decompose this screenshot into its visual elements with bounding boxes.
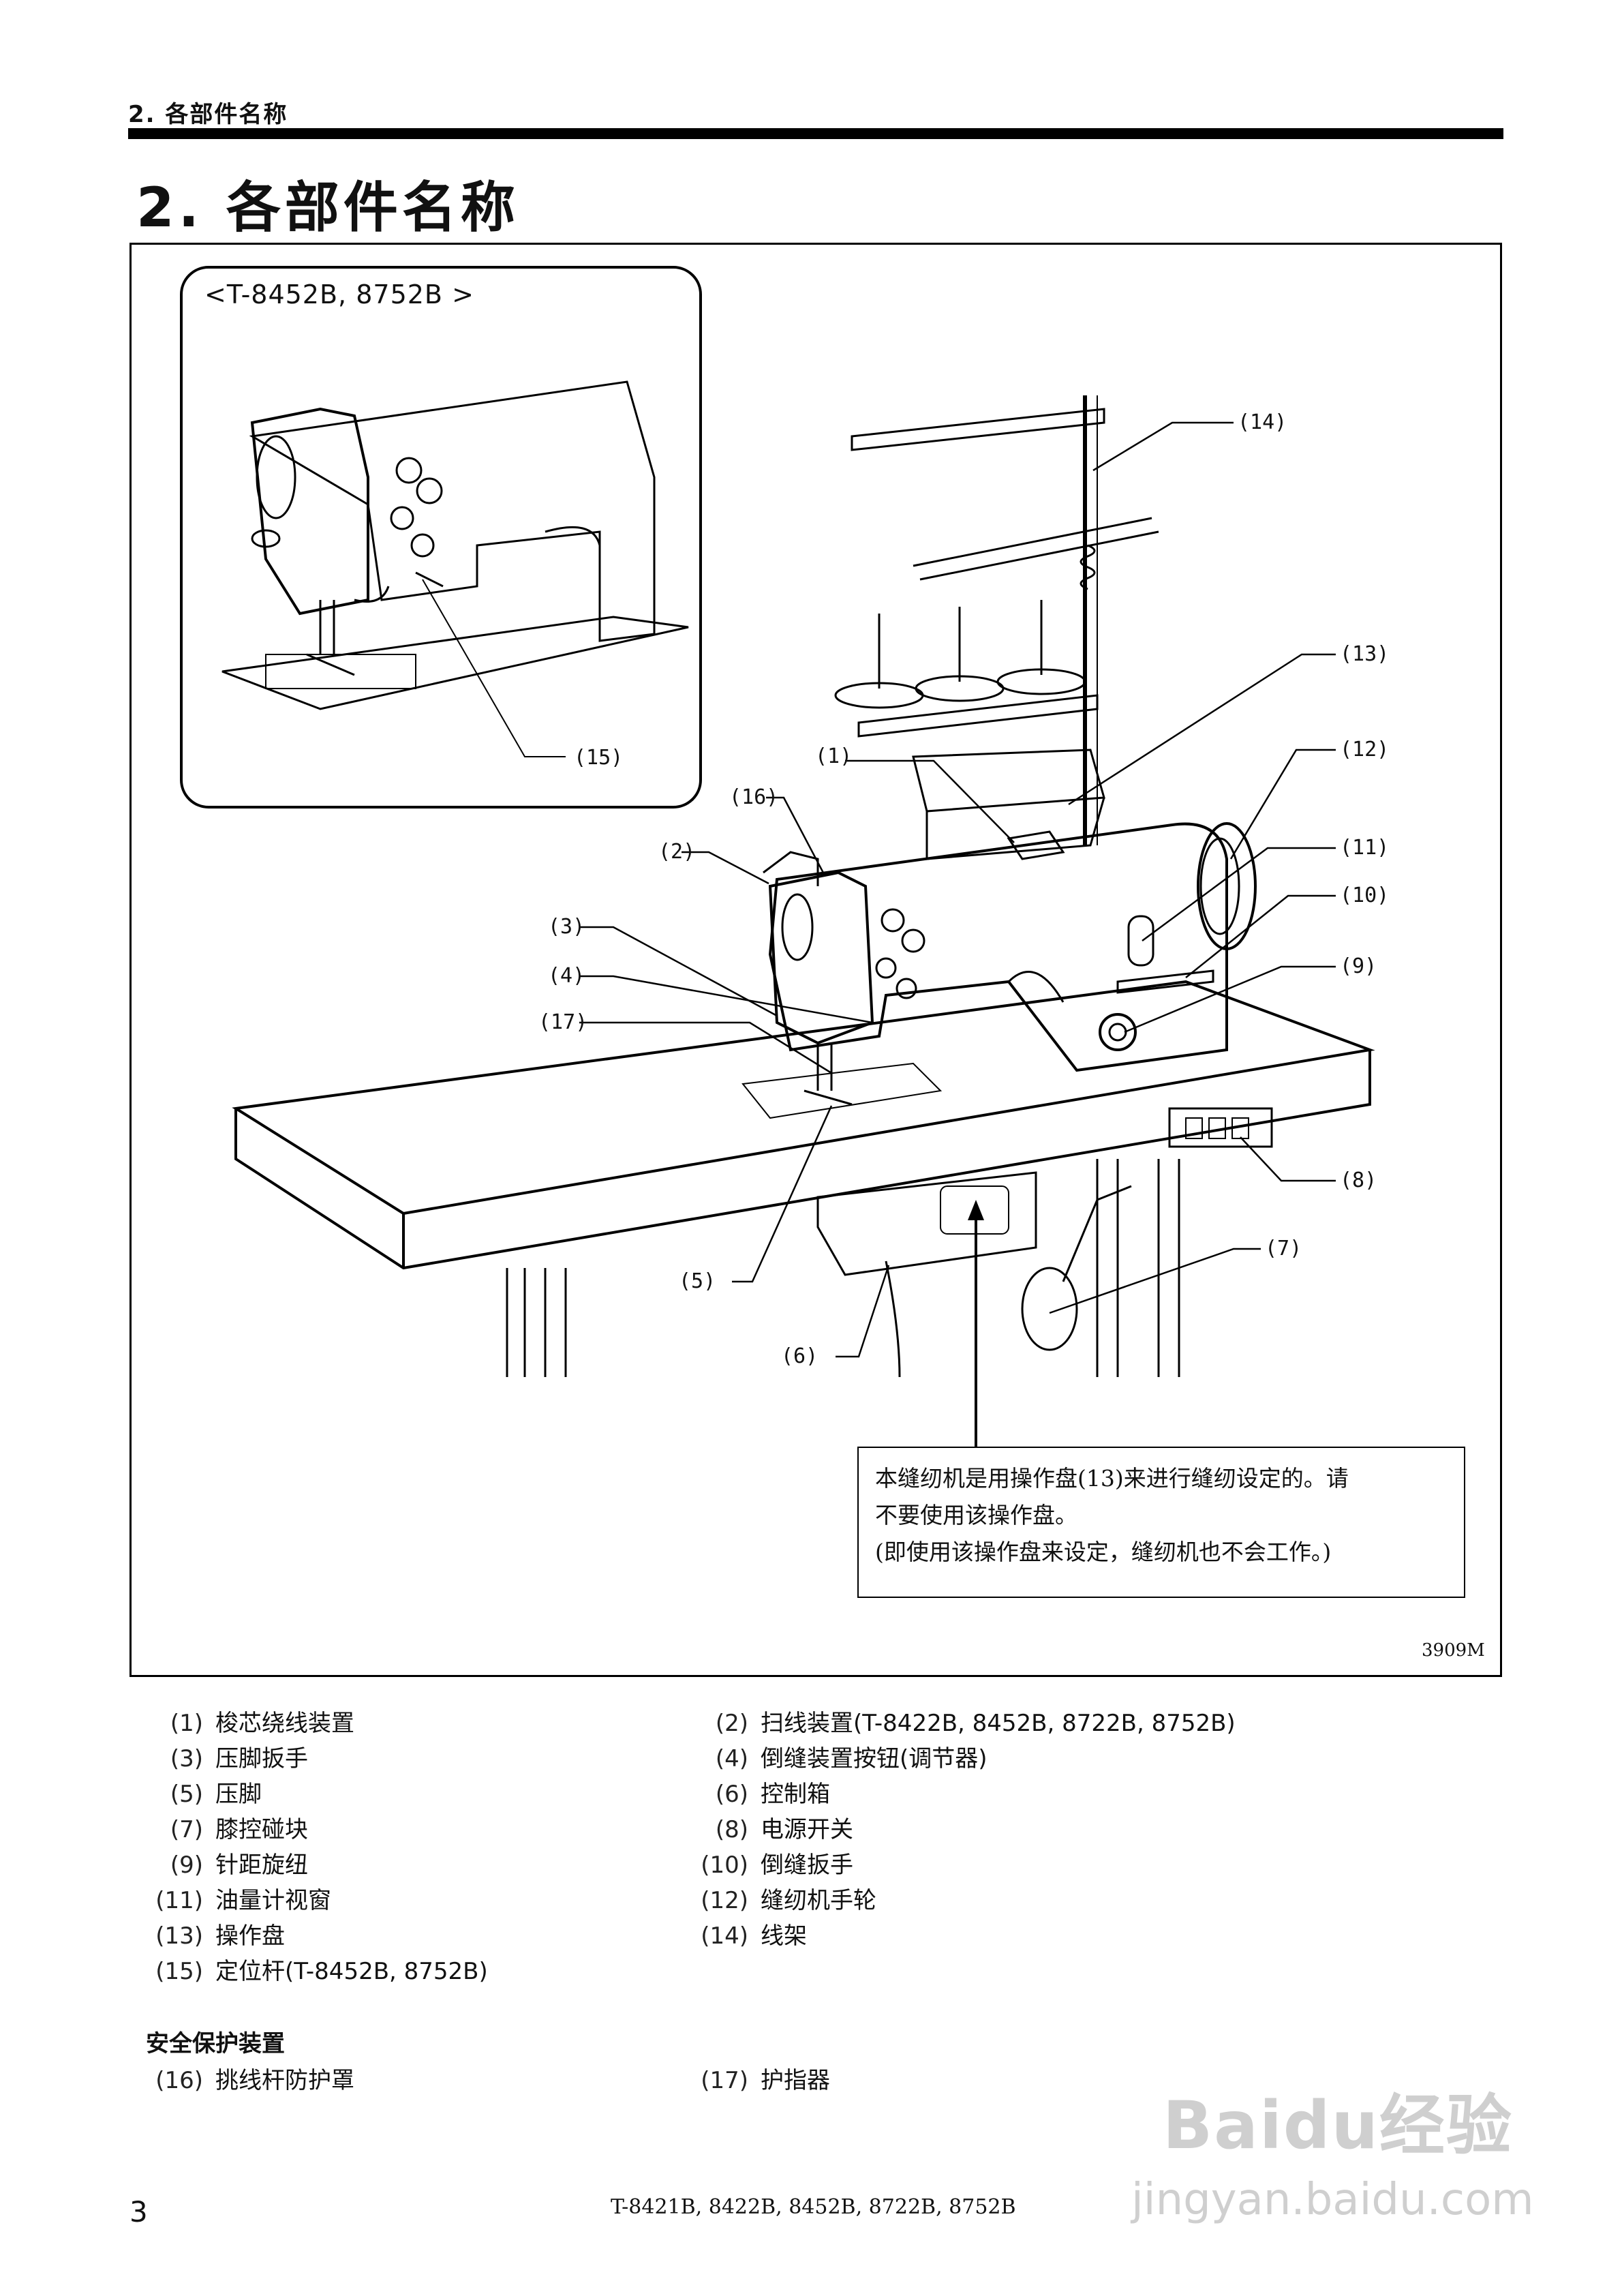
part-number: (4) (715, 1745, 748, 1772)
callout-14: (14) (1238, 410, 1287, 434)
part-number: (15) (155, 1958, 203, 1985)
page-number: 3 (129, 2195, 148, 2229)
part-number: (12) (701, 1887, 748, 1914)
list-item: (1) 梭芯绕线装置 (140, 1704, 354, 1738)
figure-frame (129, 243, 1502, 1677)
part-name: 缝纫机手轮 (761, 1887, 876, 1914)
part-name: 操作盘 (215, 1922, 285, 1950)
part-name: 定位杆(T-8452B, 8752B) (215, 1958, 488, 1985)
part-number: (13) (155, 1922, 203, 1950)
callout-10: (10) (1340, 883, 1390, 907)
part-name: 针距旋纽 (215, 1852, 308, 1879)
callout-11: (11) (1340, 836, 1390, 860)
part-number: (7) (170, 1816, 203, 1843)
callout-15: (15) (574, 746, 624, 770)
list-item: (11) 油量计视窗 (140, 1882, 331, 1915)
figure-code: 3909M (1422, 1640, 1485, 1661)
list-item: (6) 控制箱 (686, 1775, 830, 1809)
running-header: 2. 各部件名称 (128, 101, 288, 128)
part-name: 护指器 (761, 2067, 830, 2094)
list-item: (14) 线架 (686, 1917, 807, 1950)
callout-17: (17) (538, 1010, 588, 1034)
part-number: (11) (155, 1887, 203, 1914)
callout-5: (5) (679, 1269, 716, 1293)
list-item: (8) 电源开关 (686, 1811, 853, 1844)
list-item: (7) 膝控碰块 (140, 1811, 308, 1844)
part-name: 梭芯绕线装置 (215, 1710, 354, 1737)
notice-line: 不要使用该操作盘。 (875, 1502, 1077, 1528)
notice-box: 本缝纫机是用操作盘(13)来进行缝纫设定的。请 不要使用该操作盘。 (即使用该操… (857, 1447, 1465, 1598)
footer-models: T-8421B, 8422B, 8452B, 8722B, 8752B (611, 2195, 1016, 2219)
notice-line: (即使用该操作盘来设定，缝纫机也不会工作。) (875, 1539, 1332, 1565)
list-item: (3) 压脚扳手 (140, 1740, 308, 1773)
part-number: (8) (715, 1816, 748, 1843)
header-rule (128, 128, 1503, 139)
watermark-url: jingyan.baidu.com (1131, 2175, 1534, 2225)
callout-2: (2) (658, 840, 696, 864)
part-name: 电源开关 (761, 1816, 853, 1843)
list-item: (5) 压脚 (140, 1775, 262, 1809)
parts-list: (1) 梭芯绕线装置 (2) 扫线装置(T-8422B, 8452B, 8722B,… (140, 1704, 1435, 1988)
part-number: (9) (170, 1852, 203, 1879)
list-item: (13) 操作盘 (140, 1917, 285, 1950)
callout-1: (1) (815, 744, 853, 768)
watermark-logo: Baidu经验 (1163, 2087, 1513, 2164)
callout-16: (16) (729, 785, 779, 809)
part-name: 倒缝扳手 (761, 1852, 853, 1879)
list-item: (15) 定位杆(T-8452B, 8752B) (140, 1952, 488, 1986)
callout-8: (8) (1340, 1168, 1377, 1192)
part-number: (1) (170, 1710, 203, 1737)
part-number: (3) (170, 1745, 203, 1772)
list-item: (16) 挑线杆防护罩 (140, 2061, 354, 2095)
part-name: 控制箱 (761, 1781, 830, 1808)
list-item: (12) 缝纫机手轮 (686, 1882, 876, 1915)
list-item: (2) 扫线装置(T-8422B, 8452B, 8722B, 8752B) (686, 1704, 1236, 1738)
part-name: 挑线杆防护罩 (215, 2067, 354, 2094)
notice-line: 本缝纫机是用操作盘(13)来进行缝纫设定的。请 (875, 1465, 1349, 1492)
part-number: (17) (701, 2067, 748, 2094)
safety-list: (16) 挑线杆防护罩 (17) 护指器 (140, 2061, 1435, 2097)
part-number: (6) (715, 1781, 748, 1808)
callout-13: (13) (1340, 642, 1390, 666)
part-number: (16) (155, 2067, 203, 2094)
part-name: 倒缝装置按钮(调节器) (761, 1745, 988, 1772)
part-name: 膝控碰块 (215, 1816, 308, 1843)
part-number: (2) (715, 1710, 748, 1737)
inset-title: <T-8452B, 8752B > (204, 280, 474, 309)
baidu-watermark: Baidu经验 jingyan.baidu.com (1124, 2072, 1561, 2277)
page-title: 2. 各部件名称 (136, 176, 519, 239)
safety-heading: 安全保护装置 (146, 2030, 285, 2057)
list-item: (9) 针距旋纽 (140, 1846, 308, 1879)
callout-7: (7) (1265, 1237, 1302, 1260)
part-number: (14) (701, 1922, 748, 1950)
callout-4: (4) (548, 964, 585, 988)
part-name: 扫线装置(T-8422B, 8452B, 8722B, 8752B) (761, 1710, 1236, 1737)
part-number: (5) (170, 1781, 203, 1808)
part-name: 压脚 (215, 1781, 262, 1808)
list-item: (17) 护指器 (686, 2061, 830, 2095)
part-name: 油量计视窗 (215, 1887, 331, 1914)
callout-12: (12) (1340, 738, 1390, 761)
part-name: 压脚扳手 (215, 1745, 308, 1772)
part-name: 线架 (761, 1922, 807, 1950)
list-item: (10) 倒缝扳手 (686, 1846, 853, 1879)
callout-9: (9) (1340, 954, 1377, 978)
callout-6: (6) (781, 1344, 818, 1368)
list-item: (4) 倒缝装置按钮(调节器) (686, 1740, 988, 1773)
callout-3: (3) (548, 915, 585, 939)
part-number: (10) (701, 1852, 748, 1879)
